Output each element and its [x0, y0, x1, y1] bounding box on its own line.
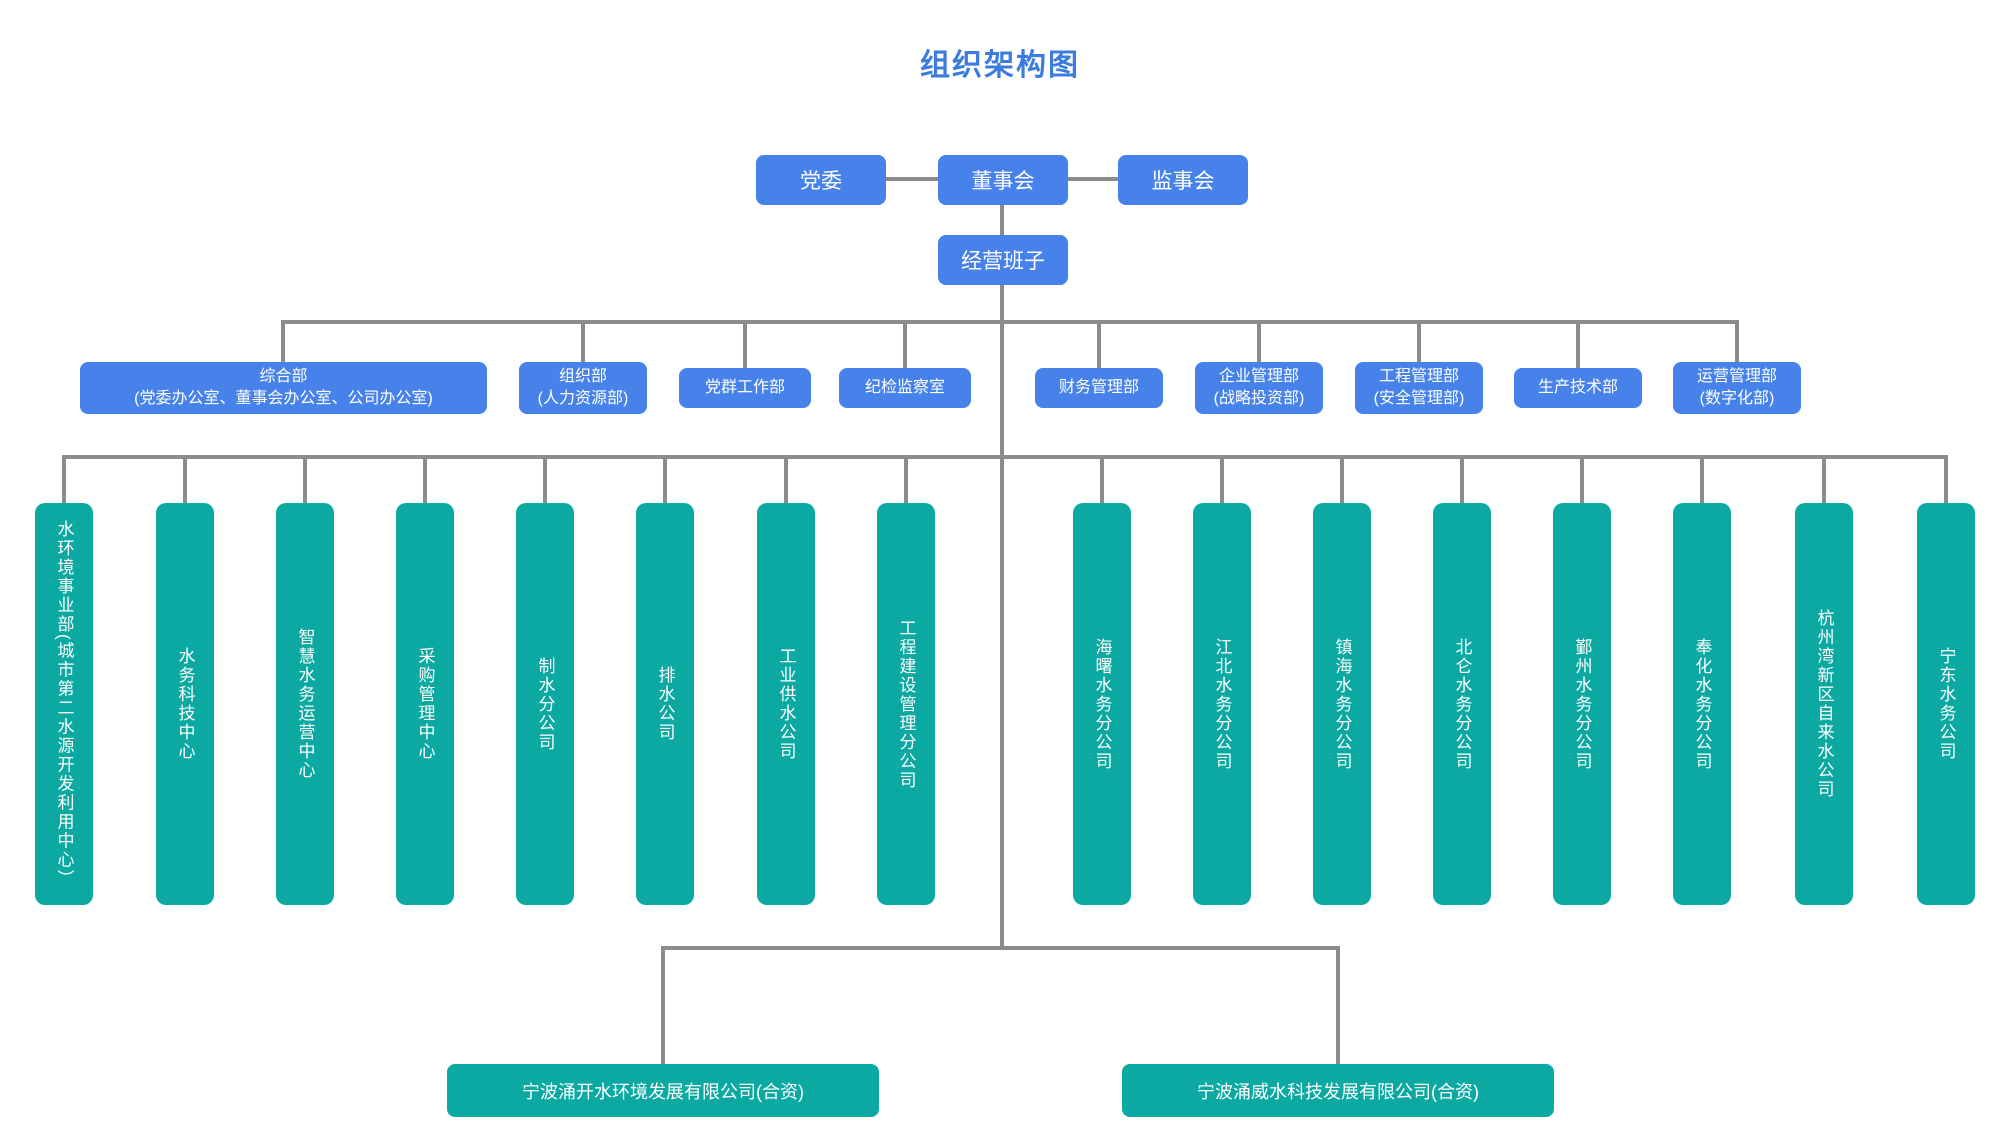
org-node-label: 采购管理中心 [415, 647, 435, 761]
org-node-fenghua-water-branch[interactable]: 奉化水务分公司 [1673, 503, 1731, 905]
org-node-party-committee[interactable]: 党委 [756, 155, 886, 205]
org-node-label: 综合部 [259, 367, 308, 385]
org-node-label: 生产技术部 [1537, 378, 1618, 396]
org-node-label: 北仑水务分公司 [1452, 637, 1472, 771]
org-node-label: 经营班子 [961, 250, 1045, 273]
org-node-discipline-inspection-office[interactable]: 纪检监察室 [839, 368, 971, 408]
org-node-label: 水环境事业部(城市第二水源开发利用中心） [54, 519, 74, 889]
org-node-party-mass-work-department[interactable]: 党群工作部 [679, 368, 811, 408]
org-node-label: 鄞州水务分公司 [1572, 637, 1592, 771]
org-node-label: 工业供水公司 [776, 647, 796, 761]
org-node-production-technology-department[interactable]: 生产技术部 [1514, 368, 1642, 408]
org-node-finance-department[interactable]: 财务管理部 [1035, 368, 1163, 408]
org-node-drainage-company[interactable]: 排水公司 [636, 503, 694, 905]
org-node-beilun-water-branch[interactable]: 北仑水务分公司 [1433, 503, 1491, 905]
org-node-label: 纪检监察室 [864, 378, 945, 396]
org-node-jiangbei-water-branch[interactable]: 江北水务分公司 [1193, 503, 1251, 905]
org-node-label: 党群工作部 [704, 378, 785, 396]
org-node-label: 工程管理部 [1378, 367, 1459, 385]
org-node-sublabel: (战略投资部) [1213, 390, 1305, 407]
org-node-label: 排水公司 [655, 666, 675, 742]
org-node-label: 组织部 [558, 367, 607, 385]
org-node-management-team[interactable]: 经营班子 [938, 235, 1068, 285]
org-node-label: 党委 [800, 170, 842, 193]
org-node-hangzhou-bay-tap-water-company[interactable]: 杭州湾新区自来水公司 [1795, 503, 1853, 905]
org-node-label: 宁波涌开水环境发展有限公司(合资) [522, 1081, 804, 1102]
org-node-label: 监事会 [1151, 170, 1215, 193]
org-node-label: 水务科技中心 [175, 647, 195, 761]
org-node-yongkai-joint-venture[interactable]: 宁波涌开水环境发展有限公司(合资) [447, 1064, 879, 1117]
org-node-label: 镇海水务分公司 [1332, 637, 1352, 771]
org-node-general-department[interactable]: 综合部 (党委办公室、董事会办公室、公司办公室) [80, 362, 487, 414]
org-node-sublabel: (党委办公室、董事会办公室、公司办公室) [134, 390, 433, 407]
org-node-industrial-water-supply-company[interactable]: 工业供水公司 [757, 503, 815, 905]
org-node-label: 工程建设管理分公司 [896, 618, 916, 790]
org-node-board-of-directors[interactable]: 董事会 [938, 155, 1068, 205]
org-node-operations-management-department[interactable]: 运营管理部 (数字化部) [1673, 362, 1801, 414]
org-node-label: 财务管理部 [1058, 378, 1139, 396]
org-node-label: 企业管理部 [1218, 367, 1299, 385]
org-node-haishu-water-branch[interactable]: 海曙水务分公司 [1073, 503, 1131, 905]
org-node-label: 江北水务分公司 [1212, 637, 1232, 771]
org-node-label: 运营管理部 [1696, 367, 1777, 385]
org-node-label: 海曙水务分公司 [1092, 637, 1112, 771]
org-node-sublabel: (数字化部) [1699, 390, 1775, 407]
org-node-yongwei-joint-venture[interactable]: 宁波涌威水科技发展有限公司(合资) [1122, 1064, 1554, 1117]
org-node-supervisory-board[interactable]: 监事会 [1118, 155, 1248, 205]
org-node-label: 宁波涌威水科技发展有限公司(合资) [1197, 1081, 1479, 1102]
org-node-sublabel: (安全管理部) [1373, 390, 1465, 407]
page-title: 组织架构图 [920, 49, 1080, 82]
org-node-water-technology-center[interactable]: 水务科技中心 [156, 503, 214, 905]
org-node-engineering-management-department[interactable]: 工程管理部 (安全管理部) [1355, 362, 1483, 414]
org-node-zhenhai-water-branch[interactable]: 镇海水务分公司 [1313, 503, 1371, 905]
org-node-ningdong-water-company[interactable]: 宁东水务公司 [1917, 503, 1975, 905]
org-node-label: 宁东水务公司 [1936, 647, 1956, 761]
org-node-label: 制水分公司 [535, 656, 555, 752]
org-node-label: 奉化水务分公司 [1692, 637, 1712, 771]
org-node-enterprise-management-department[interactable]: 企业管理部 (战略投资部) [1195, 362, 1323, 414]
org-node-water-environment-division[interactable]: 水环境事业部(城市第二水源开发利用中心） [35, 503, 93, 905]
org-node-label: 杭州湾新区自来水公司 [1814, 609, 1834, 799]
org-node-organization-department[interactable]: 组织部 (人力资源部) [519, 362, 647, 414]
org-node-sublabel: (人力资源部) [537, 390, 629, 407]
org-node-yinzhou-water-branch[interactable]: 鄞州水务分公司 [1553, 503, 1611, 905]
org-node-engineering-construction-branch[interactable]: 工程建设管理分公司 [877, 503, 935, 905]
org-node-procurement-management-center[interactable]: 采购管理中心 [396, 503, 454, 905]
org-node-smart-water-operation-center[interactable]: 智慧水务运营中心 [276, 503, 334, 905]
org-node-label: 智慧水务运营中心 [295, 628, 315, 780]
org-node-water-production-branch[interactable]: 制水分公司 [516, 503, 574, 905]
org-node-label: 董事会 [971, 170, 1035, 193]
